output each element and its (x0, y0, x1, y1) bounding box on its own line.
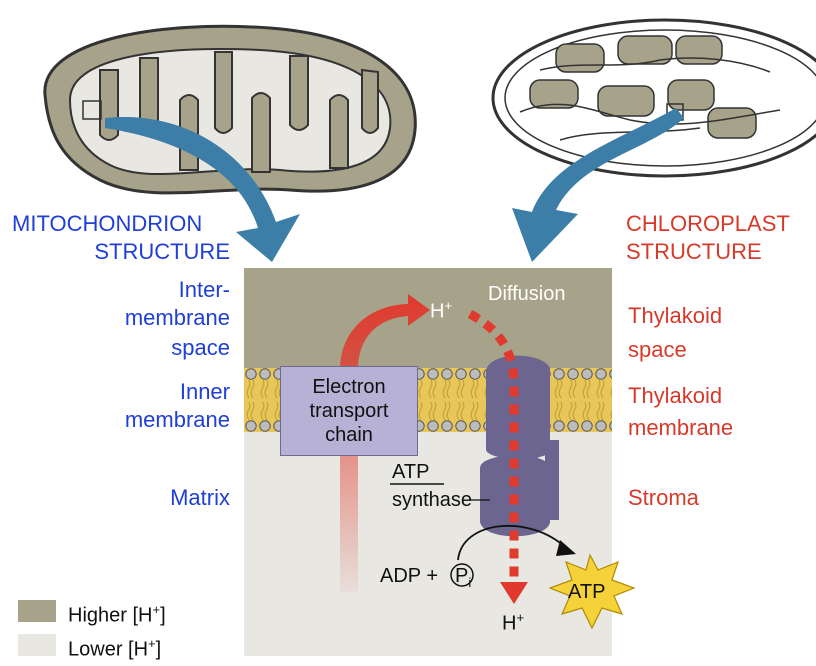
atp-synthase (480, 355, 559, 537)
etc-label-3: chain (325, 424, 373, 446)
h-plus-top: H+ (430, 298, 453, 323)
legend-swatch-higher (18, 600, 56, 622)
chloro-title-2: STRUCTURE (626, 239, 762, 264)
atp-product-label: ATP (568, 581, 606, 603)
atp-synthesis-arrow (457, 524, 567, 561)
thylakoid-membrane-label-2: membrane (628, 415, 734, 440)
etc-label-1: Electron (312, 376, 386, 398)
mito-title-2: STRUCTURE (94, 239, 230, 264)
mito-zoom-arrow (105, 116, 300, 262)
adp-plus-label: ADP + (380, 565, 438, 587)
inner-membrane-label-1: Inner (179, 379, 230, 404)
diffusion-label: Diffusion (488, 283, 566, 305)
matrix-label: Matrix (170, 485, 230, 510)
pi-circle (450, 563, 474, 587)
atp-synthase-label-1: ATP (392, 461, 430, 483)
electron-transport-chain: Electron transport chain (280, 366, 418, 456)
intermembrane-label-1: Inter- (178, 277, 230, 302)
h-plus-bottom: H+ (502, 610, 525, 635)
thylakoid-space-label-2: space (628, 337, 687, 362)
legend-swatch-lower (18, 634, 56, 656)
inner-membrane-label-2: membrane (124, 407, 230, 432)
atp-star (548, 553, 636, 630)
stroma-label: Stroma (628, 485, 699, 510)
thylakoid-space-label-1: Thylakoid (628, 303, 723, 328)
chloro-zoom-arrow (512, 108, 684, 262)
chloroplast-illustration (491, 18, 816, 178)
mitochondrion-illustration (43, 24, 417, 195)
chloro-title: CHLOROPLAST (626, 211, 790, 236)
high-h-region (244, 268, 612, 378)
legend-label-lower: Lower [H+] (68, 636, 162, 661)
intermembrane-label-3: space (171, 335, 230, 360)
mito-title: MITOCHONDRION (12, 211, 203, 236)
legend-label-higher: Higher [H+] (68, 602, 166, 627)
thylakoid-membrane-label-1: Thylakoid (628, 383, 723, 408)
pi-label: Pi (455, 565, 472, 590)
intermembrane-label-2: membrane (124, 305, 230, 330)
etc-label-2: transport (309, 400, 389, 422)
atp-synthase-label-2: synthase (392, 489, 473, 511)
